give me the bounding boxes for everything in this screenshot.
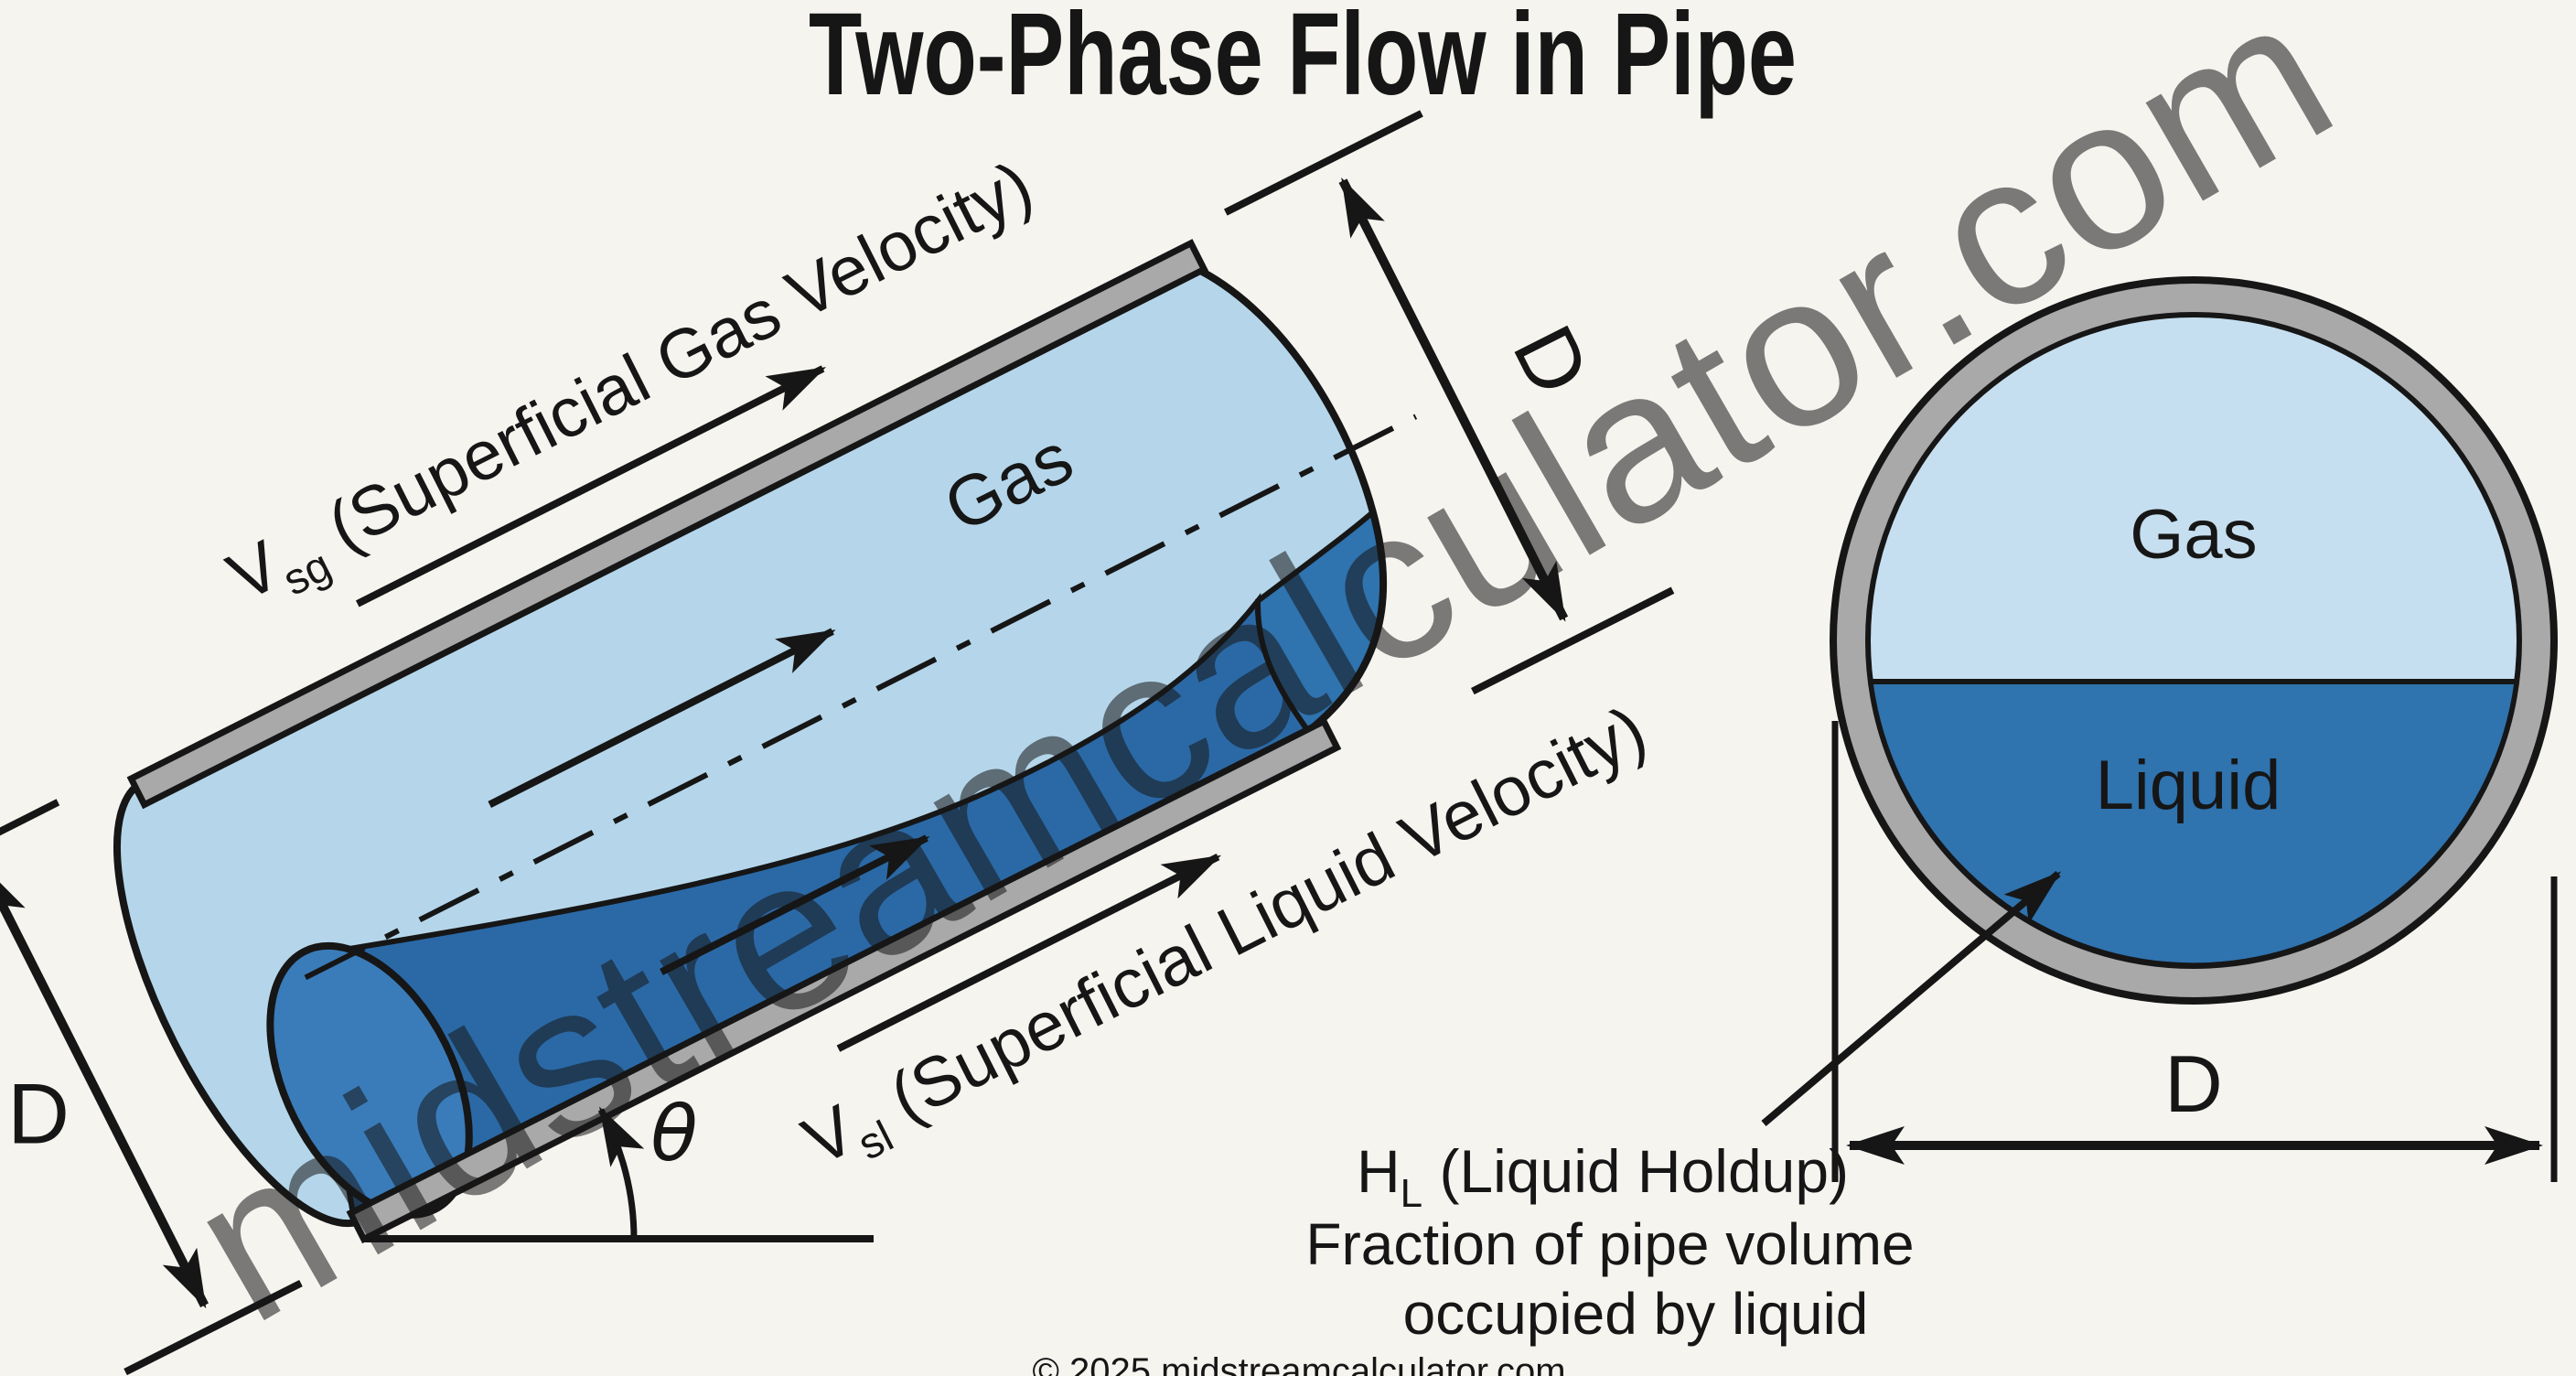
holdup-symbol: H [1357,1137,1401,1205]
dim-left-top-tick [0,799,60,895]
vsl-arrow [836,853,1222,1052]
figure-title: Two-Phase Flow in Pipe [809,0,1797,120]
cross-section-gas-label: Gas [2130,496,2257,574]
holdup-text: (Liquid Holdup) [1422,1137,1849,1205]
pipe-upper-wall [126,239,1209,810]
dim-diameter-label: D [2164,1038,2223,1129]
pipe-lower-wall [346,716,1342,1244]
incline-angle-annotation: θ [365,1089,874,1242]
dim-left-arrow [0,864,209,1309]
pipe-end-liquid-face [266,941,473,1219]
angle-arc-arrow [597,1106,645,1240]
holdup-pointer-arrow [1761,870,2062,1127]
dim-right-bottom-tick [1471,586,1675,695]
dim-left-bottom-tick [123,1280,303,1376]
holdup-subscript: L [1401,1171,1422,1216]
theta-label: θ [650,1089,697,1178]
gas-flow-arrow [488,628,836,808]
holdup-label: HL (Liquid Holdup) [1357,1137,1849,1216]
holdup-caption-line1: Fraction of pipe volume [1305,1211,1914,1277]
vsg-arrow [355,365,827,607]
dim-right-top-tick [1223,110,1423,216]
liquid-flow-arrow [660,834,930,976]
holdup-caption-line2: occupied by liquid [1403,1281,1869,1347]
cross-section-liquid-label: Liquid [2096,747,2281,824]
copyright-text: © 2025 midstreamcalculator.com [1032,1351,1565,1376]
inclined-pipe-shapes [113,239,1418,1244]
dim-right-arrow [1338,177,1569,622]
cross-section-annotations: Gas Liquid D HL (Liquid Holdup) Fraction… [1305,496,2558,1347]
pipe-centerline [304,414,1418,981]
dim-left-label: D [7,1065,70,1161]
